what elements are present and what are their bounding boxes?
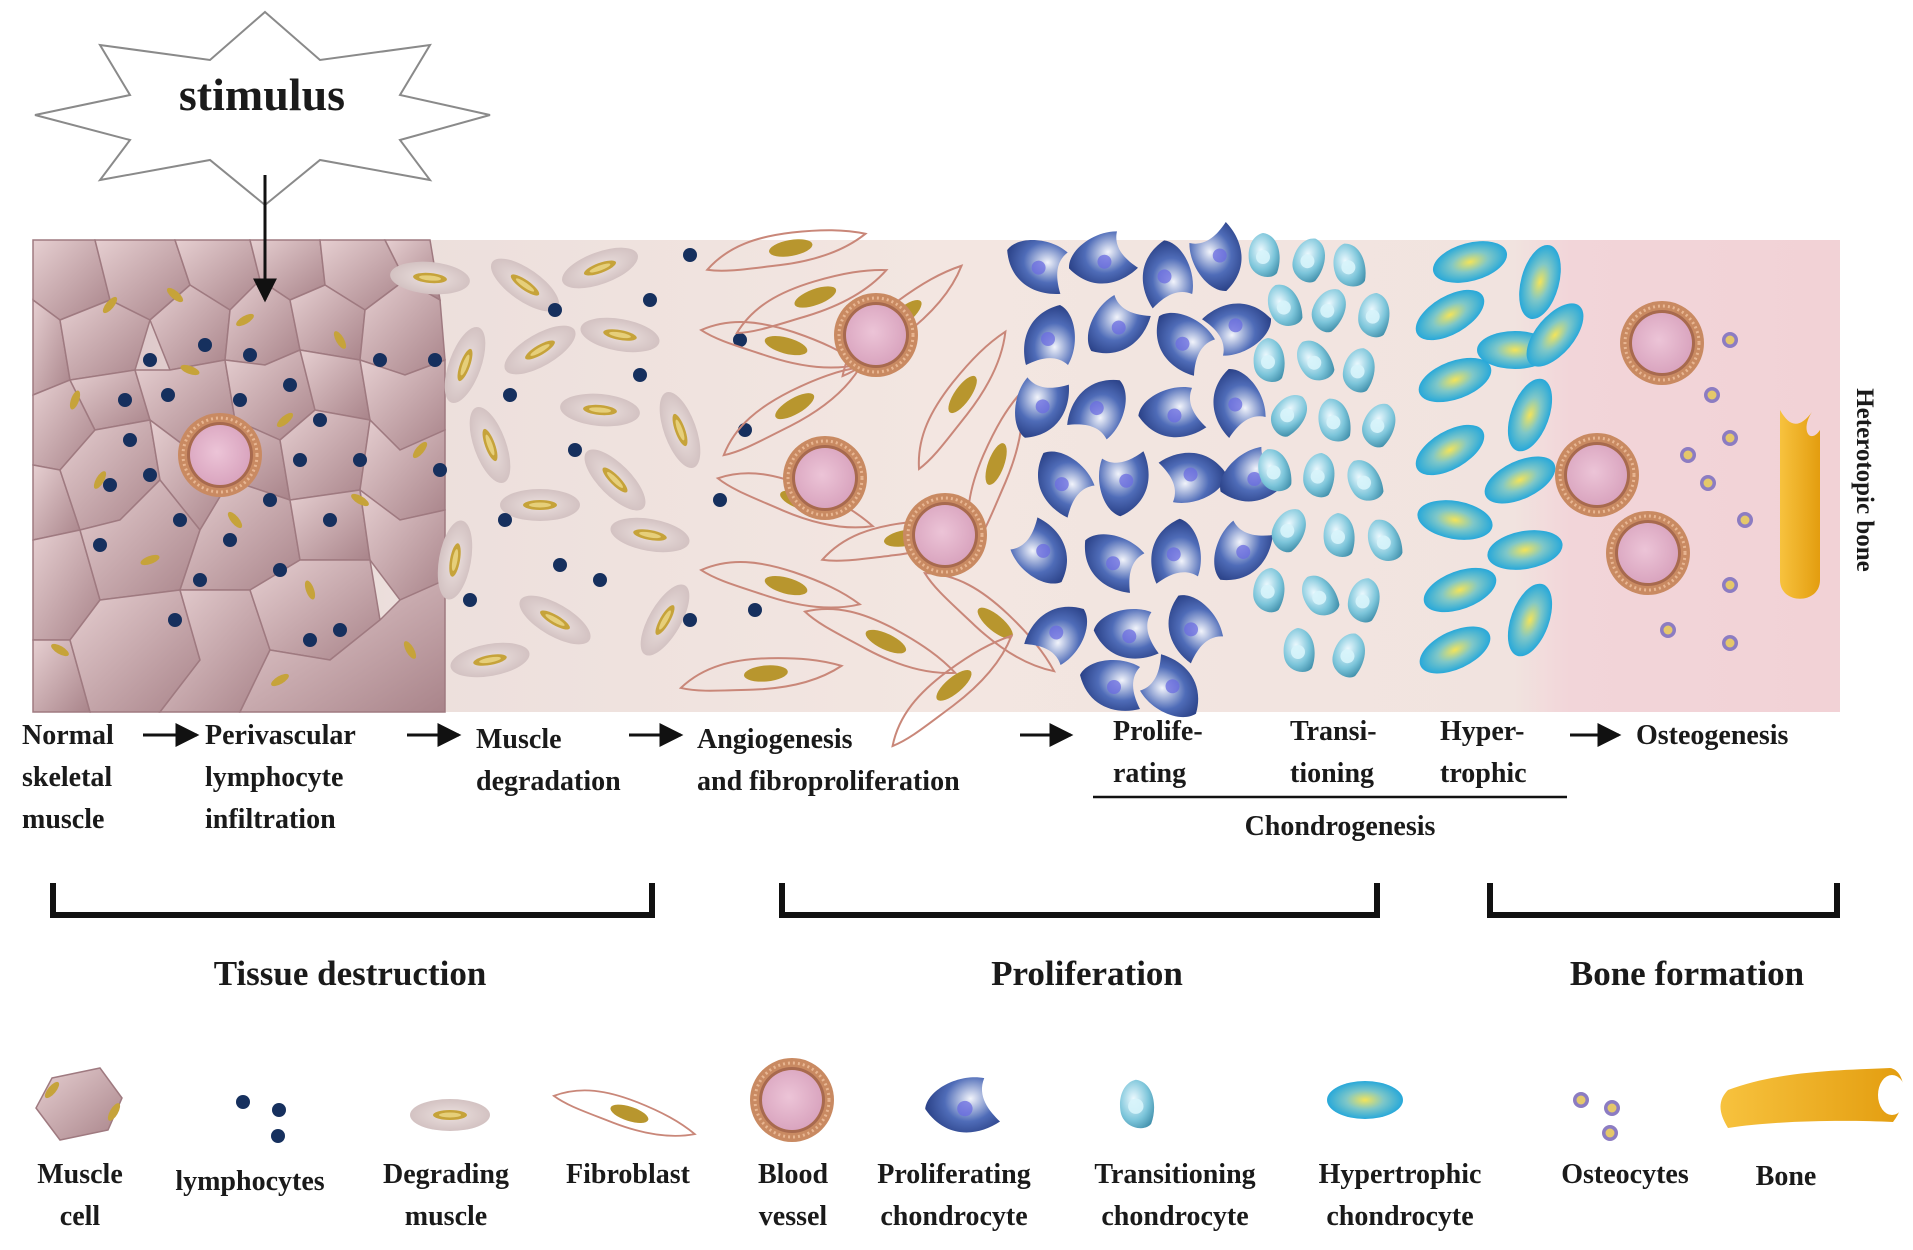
legend-hypertrophic-chondrocyte-icon bbox=[1327, 1081, 1403, 1119]
legend-muscle-cell-icon bbox=[35, 1067, 123, 1141]
stimulus-label: stimulus bbox=[179, 69, 345, 120]
stage-transitioning-label: Transi-tioning bbox=[1290, 716, 1377, 789]
phase-tissue-destruction: Tissue destruction bbox=[214, 954, 487, 993]
phase-labels: Tissue destruction Proliferation Bone fo… bbox=[214, 954, 1804, 993]
stage-chondrogenesis-label: Chondrogenesis bbox=[1245, 811, 1436, 842]
lymphocytes-cluster bbox=[93, 338, 387, 647]
legend-fibroblast-label: Fibroblast bbox=[566, 1159, 691, 1190]
legend-degrading-muscle-icon bbox=[410, 1099, 490, 1131]
legend-transitioning-chondrocyte-icon bbox=[1119, 1079, 1155, 1129]
muscle-region bbox=[32, 239, 446, 713]
degrading-region-lymphocytes bbox=[428, 248, 762, 627]
legend-bone-label: Bone bbox=[1756, 1161, 1817, 1192]
heterotopic-bone-label: Heterotopic bone bbox=[1851, 388, 1878, 572]
blood-vessel-6 bbox=[1553, 431, 1641, 519]
stage-hypertrophic-label: Hyper-trophic bbox=[1440, 716, 1527, 789]
legend-bone-icon bbox=[1720, 1068, 1906, 1128]
blood-vessel-1 bbox=[176, 411, 264, 499]
phase-brackets bbox=[50, 883, 1840, 918]
stage-proliferating-label: Prolife-rating bbox=[1113, 716, 1203, 789]
legend-osteocytes-label: Osteocytes bbox=[1561, 1159, 1689, 1190]
legend-osteocytes-icon bbox=[1573, 1092, 1620, 1141]
blood-vessel-4 bbox=[901, 491, 989, 579]
legend-lymphocytes-icon bbox=[236, 1095, 286, 1143]
legend-lymphocytes-label: lymphocytes bbox=[175, 1166, 324, 1197]
legend-fibroblast-icon bbox=[550, 1075, 700, 1150]
blood-vessel-7 bbox=[1604, 509, 1692, 597]
legend-blood-vessel-icon bbox=[748, 1056, 836, 1144]
legend-proliferating-chondrocyte-icon bbox=[919, 1070, 1001, 1146]
heterotopic-bone bbox=[1780, 410, 1820, 599]
phase-proliferation: Proliferation bbox=[991, 954, 1183, 993]
blood-vessel-2 bbox=[832, 291, 920, 379]
blood-vessel-3 bbox=[781, 434, 869, 522]
phase-bone-formation: Bone formation bbox=[1570, 954, 1804, 993]
stage-osteogenesis-label: Osteogenesis bbox=[1636, 720, 1789, 751]
muscle-nuclei bbox=[51, 287, 428, 687]
blood-vessel-5 bbox=[1618, 299, 1706, 387]
